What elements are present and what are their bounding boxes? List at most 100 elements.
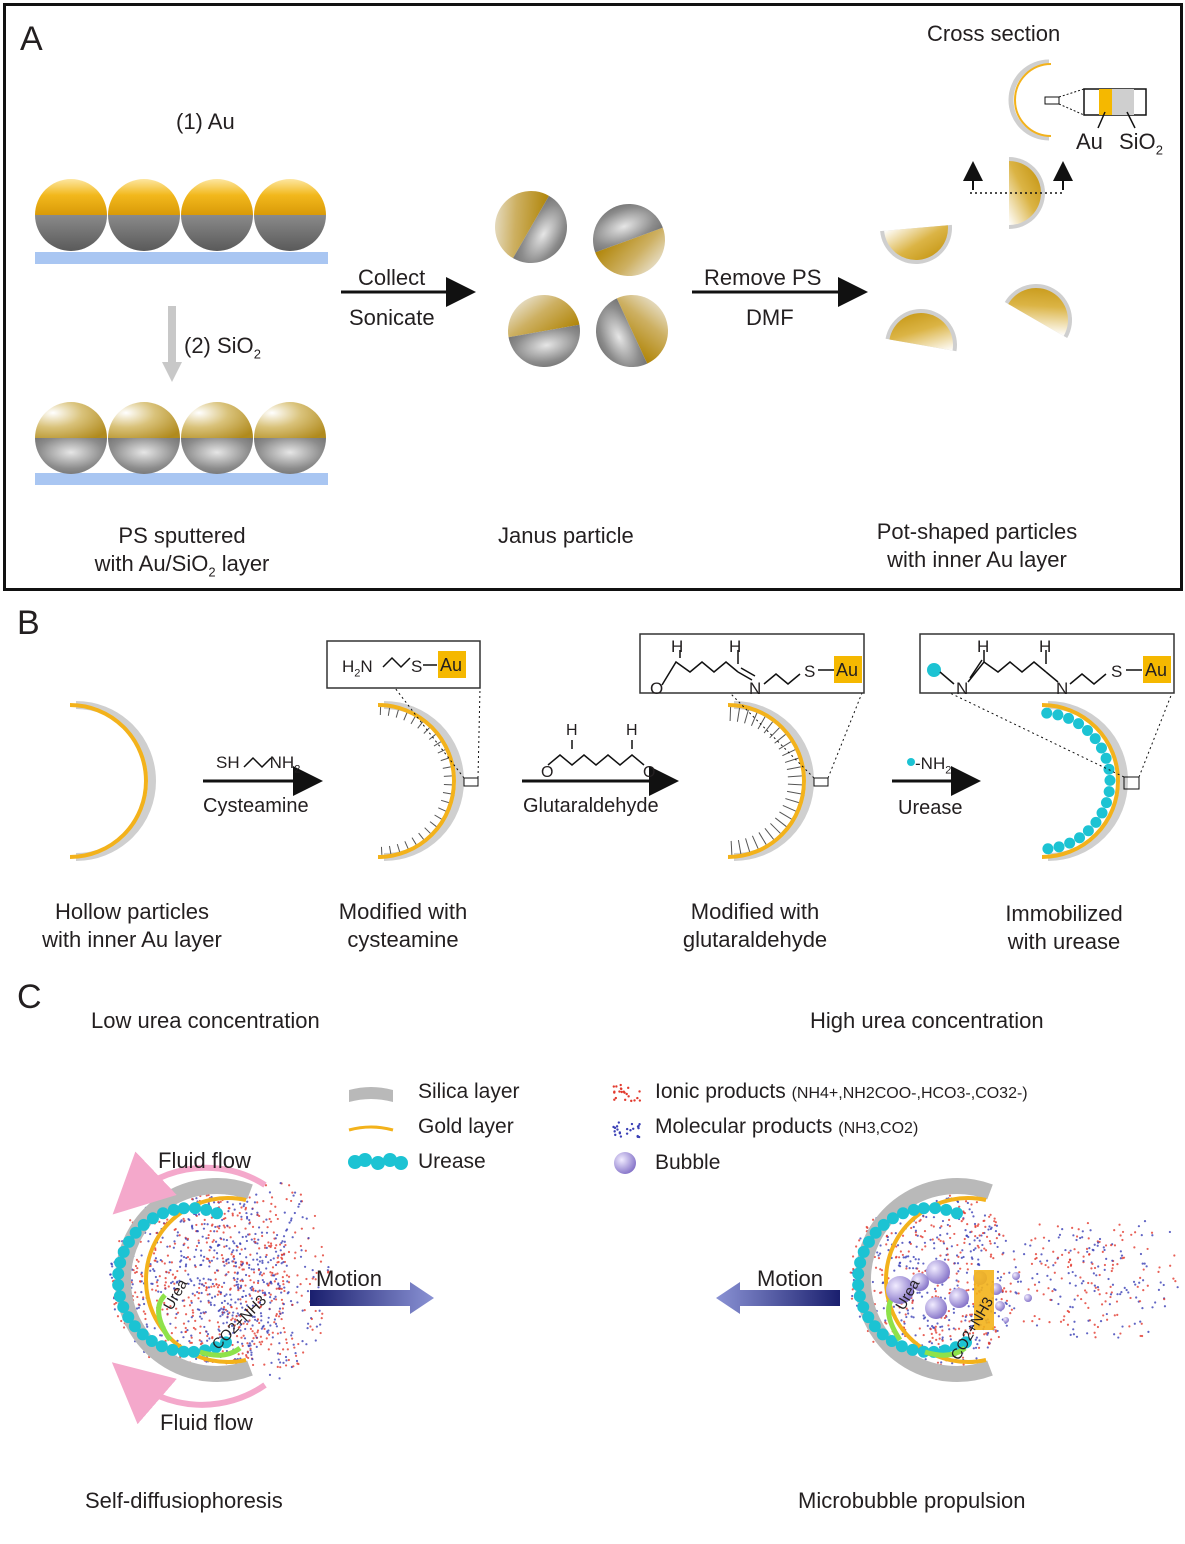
caption-hollow-1: Hollow particles xyxy=(54,899,210,924)
step2-sub: 2 xyxy=(253,346,261,362)
step1-label: (1) Au xyxy=(176,109,235,134)
au-label: Au xyxy=(1076,129,1103,154)
legend-silica-label: Silica layer xyxy=(418,1080,520,1103)
panel-b-label: B xyxy=(17,604,40,642)
cysteamine-sh: SH xyxy=(216,753,240,772)
box1-h2n: H2N xyxy=(342,654,373,686)
left-micromotor xyxy=(109,1151,434,1425)
caption-cys-2: cysteamine xyxy=(347,927,459,952)
caption-ga-1: Modified with xyxy=(690,899,820,924)
janus-particles xyxy=(495,191,668,367)
pot-shaped-particles xyxy=(880,157,1073,352)
box2-h2: H xyxy=(729,637,742,656)
box2-n: N xyxy=(749,679,762,698)
box1-au: Au xyxy=(440,655,463,675)
box3-h1: H xyxy=(977,637,990,656)
caption-cysteamine: Modified with cysteamine xyxy=(313,898,493,954)
caption-cys-1: Modified with xyxy=(338,899,468,924)
box2-h1: H xyxy=(671,637,684,656)
panel-c-label: C xyxy=(17,978,42,1016)
self-diffusiophoresis-label: Self-diffusiophoresis xyxy=(85,1488,283,1513)
legend-ionic-formula: (NH4+,NH2COO-,HCO3-,CO32-) xyxy=(791,1085,1028,1102)
right-micromotor xyxy=(716,1178,1179,1382)
low-urea-label: Low urea concentration xyxy=(91,1008,320,1033)
cysteamine-nh-sub: 2 xyxy=(294,763,301,776)
legend-bubble-label: Bubble xyxy=(655,1151,721,1174)
dmf-label: DMF xyxy=(746,305,794,330)
microbubble-propulsion-label: Microbubble propulsion xyxy=(798,1488,1026,1513)
legend-ionic-text: Ionic products xyxy=(655,1080,786,1103)
box3-n1: N xyxy=(956,679,969,698)
sio2-coated-spheres xyxy=(35,402,328,485)
urease-particle xyxy=(919,633,1175,861)
legend-urease-label: Urease xyxy=(418,1150,486,1173)
fluid-flow-bottom: Fluid flow xyxy=(160,1410,253,1435)
glutaraldehyde-particle xyxy=(639,633,865,861)
box1-h: H xyxy=(342,657,355,676)
step2-label: (2) SiO2 xyxy=(184,332,261,368)
substrate-bottom xyxy=(35,473,328,485)
caption-urease: Immobilized with urease xyxy=(980,900,1148,956)
motion-left-arrow xyxy=(716,1282,840,1314)
box3-au: Au xyxy=(1145,660,1168,680)
legend-molecular-formula: (NH3,CO2) xyxy=(838,1120,919,1137)
glutaraldehyde-label: Glutaraldehyde xyxy=(523,795,659,817)
box2-o: O xyxy=(650,679,664,698)
silica-legend-icon xyxy=(349,1087,393,1102)
ga-o2: O xyxy=(643,764,656,781)
au-coated-spheres xyxy=(35,179,328,264)
glutaraldehyde-structure xyxy=(547,740,645,766)
legend-molecular-text: Molecular products xyxy=(655,1115,833,1138)
box1-n: N xyxy=(360,657,373,676)
urease-nh-sub: 2 xyxy=(945,764,952,777)
gold-legend-icon xyxy=(348,1125,394,1132)
box3-n2: N xyxy=(1056,679,1069,698)
urease-label: Urease xyxy=(898,797,963,819)
motion-right-arrow xyxy=(310,1282,434,1314)
caption-ps-line2: with Au/SiO2 layer xyxy=(70,550,294,586)
cysteamine-structure xyxy=(243,756,272,769)
box3-h2: H xyxy=(1039,637,1052,656)
caption-pot-line1: Pot-shaped particles xyxy=(876,519,1078,544)
sio2-label: SiO2 xyxy=(1119,128,1163,164)
box1-s: S xyxy=(411,657,423,676)
molecular-legend-icon xyxy=(612,1121,641,1139)
caption-ps-line2a: with Au/SiO xyxy=(94,551,209,576)
cross-section-title: Cross section xyxy=(927,21,1061,46)
panel-a-label: A xyxy=(20,20,43,58)
legend-gold-label: Gold layer xyxy=(418,1115,514,1138)
caption-janus: Janus particle xyxy=(498,523,634,548)
legend-molecular-label: Molecular products (NH3,CO2) xyxy=(655,1114,918,1142)
fluid-flow-top: Fluid flow xyxy=(158,1148,251,1173)
bubble-legend-icon xyxy=(614,1152,636,1174)
cross-section-diagram xyxy=(1008,59,1147,141)
remove-ps-label: Remove PS xyxy=(704,265,822,290)
ionic-legend-icon xyxy=(612,1083,642,1103)
urease-nh: -NH xyxy=(915,754,946,773)
high-urea-label: High urea concentration xyxy=(810,1008,1044,1033)
caption-ps-sputtered: PS sputtered with Au/SiO2 layer xyxy=(70,522,294,586)
motion-left-label: Motion xyxy=(316,1266,383,1291)
caption-ga-2: glutaraldehyde xyxy=(682,927,828,952)
hollow-particle xyxy=(69,701,156,861)
box3-s: S xyxy=(1111,662,1123,681)
cysteamine-formula: SH NH2 xyxy=(216,750,300,782)
substrate-top xyxy=(35,252,328,264)
box2-s: S xyxy=(804,662,816,681)
caption-hollow-2: with inner Au layer xyxy=(42,927,222,952)
cysteamine-label: Cysteamine xyxy=(203,795,309,817)
caption-pot-shaped: Pot-shaped particles with inner Au layer xyxy=(852,518,1102,574)
caption-hollow: Hollow particles with inner Au layer xyxy=(18,898,246,954)
caption-ps-line2-sub: 2 xyxy=(208,564,216,580)
urease-legend-icon xyxy=(348,1153,408,1170)
caption-glutaraldehyde: Modified with glutaraldehyde xyxy=(660,898,850,954)
cysteamine-nh: NH xyxy=(269,753,295,772)
sio2-text: SiO xyxy=(1119,129,1156,154)
urease-dot-icon xyxy=(907,758,915,766)
cysteamine-particle xyxy=(326,640,481,861)
caption-ps-line1: PS sputtered xyxy=(118,523,246,548)
panel-a: A xyxy=(3,3,1183,591)
sio2-step-arrow xyxy=(162,306,182,382)
